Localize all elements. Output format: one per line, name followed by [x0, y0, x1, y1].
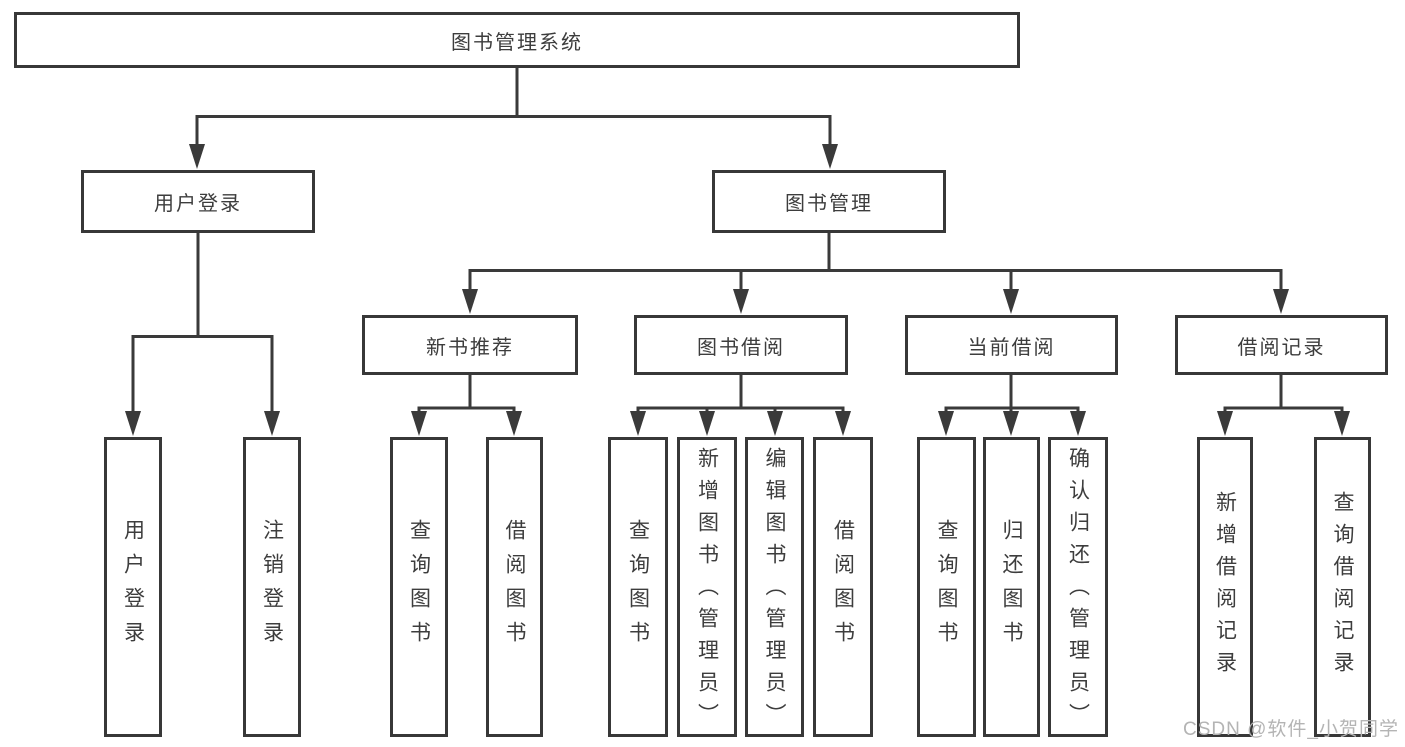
- node-user-login: 用户登录: [81, 170, 315, 233]
- connector-lines: [131, 68, 1344, 413]
- leaf-user-login-label: 用户登录: [121, 519, 145, 655]
- leaf-confirm-return-admin: 确认归还（管理员）: [1048, 437, 1108, 737]
- leaf-edit-books-admin: 编辑图书（管理员）: [745, 437, 804, 737]
- leaf-user-login: 用户登录: [104, 437, 162, 737]
- leaf-query-books-recommend-label: 查询图书: [407, 519, 431, 655]
- node-book-management-label: 图书管理: [785, 193, 873, 215]
- leaf-query-borrow-record-label: 查询借阅记录: [1331, 491, 1354, 683]
- node-borrow-records: 借阅记录: [1175, 315, 1388, 375]
- leaf-borrow-books: 借阅图书: [813, 437, 873, 737]
- node-book-borrow: 图书借阅: [634, 315, 848, 375]
- leaf-borrow-books-recommend: 借阅图书: [486, 437, 543, 737]
- leaf-borrow-books-label: 借阅图书: [831, 519, 855, 655]
- leaf-logout-label: 注销登录: [260, 519, 284, 655]
- leaf-confirm-return-admin-label: 确认归还（管理员）: [1066, 447, 1090, 735]
- node-user-login-label: 用户登录: [154, 193, 242, 215]
- leaf-add-borrow-record-label: 新增借阅记录: [1213, 491, 1237, 683]
- csdn-watermark: CSDN @软件_小贺同学: [1183, 719, 1399, 740]
- leaf-add-books-admin-label: 新增图书（管理员）: [695, 447, 719, 735]
- leaf-borrow-books-recommend-label: 借阅图书: [503, 519, 526, 655]
- node-borrow-records-label: 借阅记录: [1237, 336, 1326, 359]
- leaf-add-books-admin: 新增图书（管理员）: [677, 437, 737, 737]
- node-root-system: 图书管理系统: [14, 12, 1020, 68]
- leaf-logout: 注销登录: [243, 437, 301, 737]
- connector-arrowheads: [125, 144, 1350, 436]
- leaf-query-borrow-record: 查询借阅记录: [1314, 437, 1371, 737]
- node-book-borrow-label: 图书借阅: [697, 336, 785, 359]
- node-current-borrow-label: 当前借阅: [967, 336, 1056, 359]
- node-new-book-recommend: 新书推荐: [362, 315, 578, 375]
- leaf-add-borrow-record: 新增借阅记录: [1197, 437, 1253, 737]
- node-root-label: 图书管理系统: [451, 31, 583, 54]
- node-current-borrow: 当前借阅: [905, 315, 1118, 375]
- leaf-return-books: 归还图书: [983, 437, 1040, 737]
- leaf-query-books-borrow-label: 查询图书: [626, 519, 650, 655]
- leaf-edit-books-admin-label: 编辑图书（管理员）: [763, 447, 786, 735]
- leaf-query-books-recommend: 查询图书: [390, 437, 448, 737]
- node-book-management: 图书管理: [712, 170, 946, 233]
- leaf-query-books-current: 查询图书: [917, 437, 976, 737]
- leaf-return-books-label: 归还图书: [1000, 519, 1023, 655]
- node-new-book-recommend-label: 新书推荐: [426, 336, 514, 359]
- leaf-query-books-borrow: 查询图书: [608, 437, 668, 737]
- leaf-query-books-current-label: 查询图书: [935, 519, 958, 655]
